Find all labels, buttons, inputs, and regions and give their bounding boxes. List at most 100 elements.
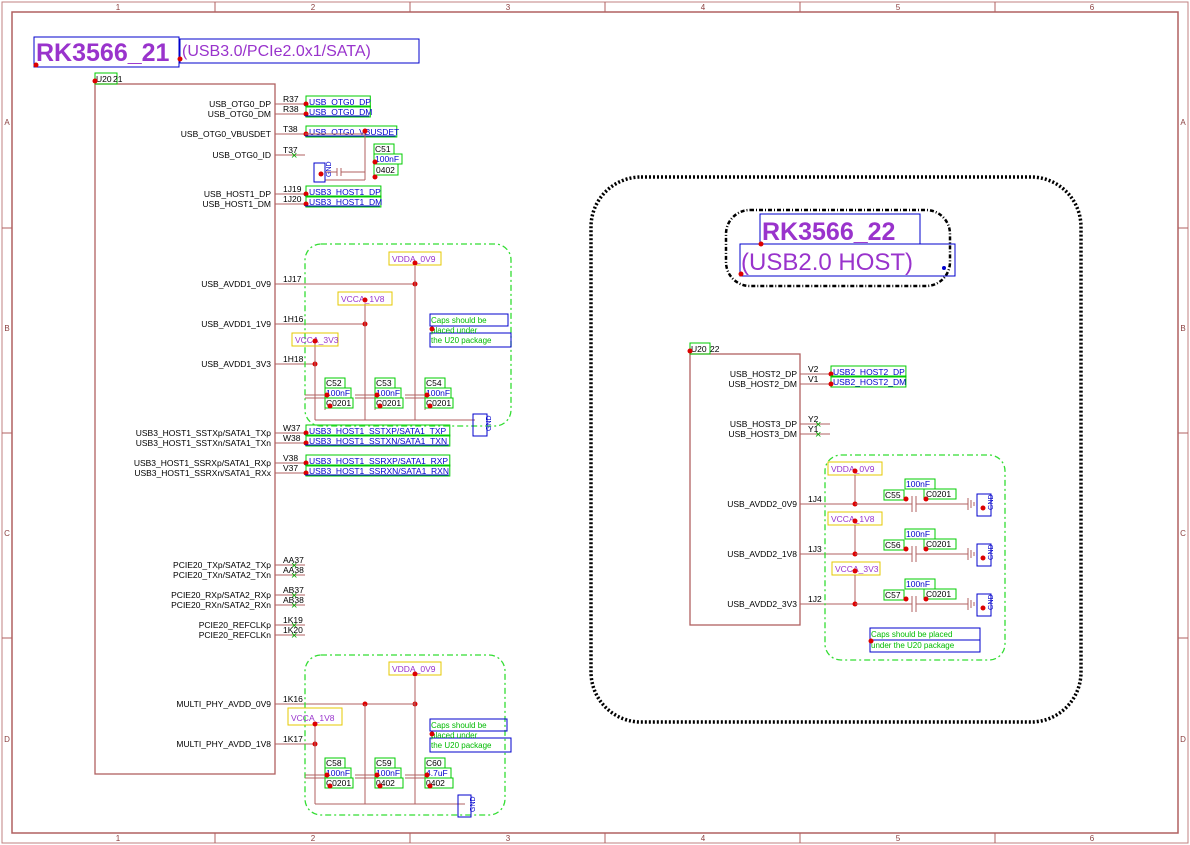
u22-pin-number: V1 <box>808 374 819 384</box>
u22-body <box>689 353 801 626</box>
u21-net-label: USB3_HOST1_SSTXN/SATA1_TXN <box>309 436 447 446</box>
u21-pin-number: AA38 <box>283 565 304 575</box>
rail-label: VCCA_3V3 <box>835 564 879 574</box>
cap-ref: C58 <box>326 758 342 768</box>
g1-note-line1: Caps should be <box>431 316 487 325</box>
u21-pin-name: USB3_HOST1_SSTXn/SATA1_TXn <box>136 438 272 448</box>
frame-col-label: 6 <box>1090 834 1095 843</box>
frame-col-label: 6 <box>1090 3 1095 12</box>
rail-label: VDDA_0V9 <box>831 464 875 474</box>
u21-net-label: USB_OTG0_DM <box>309 107 372 117</box>
frame-col-label: 3 <box>506 834 511 843</box>
u22-pin-name: USB_HOST2_DP <box>730 369 797 379</box>
cap-package: C0201 <box>326 778 351 788</box>
u21-pin-name: PCIE20_TXn/SATA2_TXn <box>173 570 271 580</box>
gnd-label: GND <box>988 594 995 610</box>
avdd1-cap-group: VDDA_0V9 VCCA_1V8 VCCA_3V3 Caps should b… <box>291 243 512 437</box>
u22-subtitle: (USB2.0 HOST) <box>741 249 913 276</box>
u21-pin-name: USB_AVDD1_1V9 <box>201 319 271 329</box>
c51-decoupling <box>325 131 366 181</box>
frame-row-label: B <box>1180 324 1185 333</box>
u21-pin-number: T38 <box>283 124 298 134</box>
u21-pin-number: 1H16 <box>283 314 304 324</box>
u21-pin-name: PCIE20_REFCLKn <box>199 630 272 640</box>
multiphy-cap-group: VDDA_0V9 VCCA_1V8 Caps should be placed … <box>287 654 512 818</box>
frame-row-label: B <box>4 324 9 333</box>
gnd-label-g1: GND <box>486 415 493 431</box>
g2-note-line2: placed under <box>431 731 478 740</box>
frame-col-label: 3 <box>506 3 511 12</box>
u21-net-label: USB_OTG0_VBUSDET <box>309 127 399 137</box>
frame-row-label: C <box>4 529 10 538</box>
frame-col-label: 1 <box>116 834 121 843</box>
cap-ref: C52 <box>326 378 342 388</box>
cap-ref: C53 <box>376 378 392 388</box>
u22-title: RK3566_22 <box>762 218 895 246</box>
u21-ref: U20 <box>96 74 112 84</box>
u21-pin: USB_AVDD1_3V3 1H18 <box>201 354 305 369</box>
u22-unit: 22 <box>710 344 720 354</box>
u21-pin-number: 1J17 <box>283 274 302 284</box>
u21-net-label: USB3_HOST1_SSTXP/SATA1_TXP <box>309 426 446 436</box>
no-connect-icon: × <box>291 570 297 582</box>
rail-label: VCCA_1V8 <box>831 514 875 524</box>
frame-col-label: 4 <box>701 834 706 843</box>
u21-pin-name: USB_OTG0_DM <box>208 109 271 119</box>
u21-pin-number: R38 <box>283 104 299 114</box>
u21-pin-number: 1H18 <box>283 354 304 364</box>
c51-value: 100nF <box>375 154 399 164</box>
u22-pin-number: Y2 <box>808 414 819 424</box>
cap-package: C0201 <box>926 589 951 599</box>
u22-note-line2: under the U20 package <box>871 641 955 650</box>
u22-pin-number: 1J4 <box>808 494 822 504</box>
cap-package: 0402 <box>376 778 395 788</box>
frame-col-label: 2 <box>311 834 316 843</box>
u21-pin-name: USB_OTG0_VBUSDET <box>181 129 271 139</box>
u21-pin-name: USB_HOST1_DP <box>204 189 271 199</box>
c51-pkg: 0402 <box>376 165 395 175</box>
g2-note-line3: the U20 package <box>431 741 492 750</box>
cap-value: 100nF <box>906 579 930 589</box>
u21-pin-number: V38 <box>283 453 298 463</box>
u21-pin-name: USB_AVDD1_0V9 <box>201 279 271 289</box>
cap-value: 100nF <box>376 768 400 778</box>
cap-value: 100nF <box>376 388 400 398</box>
u21-pin-number: R37 <box>283 94 299 104</box>
u21-pin-name: USB3_HOST1_SSRXn/SATA1_RXx <box>134 468 271 478</box>
u21-unit: 21 <box>113 74 123 84</box>
cap-ref: C56 <box>885 540 901 550</box>
cap-package: C0201 <box>926 539 951 549</box>
u22-pin-number: 1J3 <box>808 544 822 554</box>
no-connect-icon: × <box>815 429 821 441</box>
u22-pin-name: USB_AVDD2_0V9 <box>727 499 797 509</box>
no-connect-icon: × <box>291 620 297 632</box>
cap-value: 100nF <box>326 768 350 778</box>
u21-pin-name: USB_AVDD1_3V3 <box>201 359 271 369</box>
u21-pin-number: V37 <box>283 463 298 473</box>
no-connect-icon: × <box>291 630 297 642</box>
cap-package: C0201 <box>426 398 451 408</box>
cap-ref: C60 <box>426 758 442 768</box>
cap-value: 100nF <box>326 388 350 398</box>
cap-package: C0201 <box>376 398 401 408</box>
rk3566-22-block: RK3566_22 (USB2.0 HOST) U20 22 USB_HOST2… <box>589 175 1083 724</box>
